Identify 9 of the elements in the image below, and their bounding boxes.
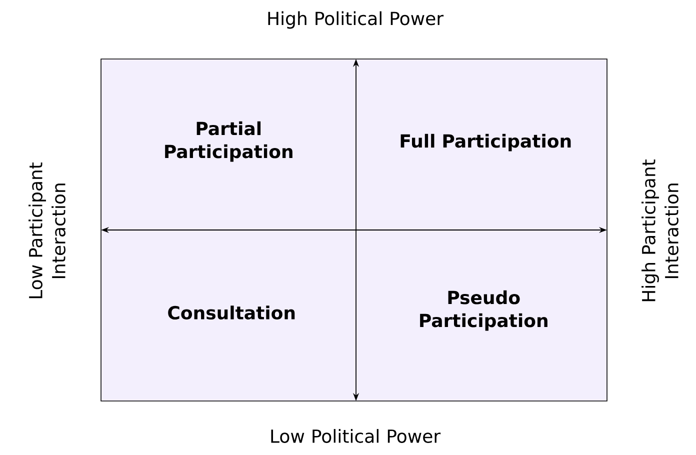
quadrant-label: Consultation [168, 306, 295, 320]
quadrant-box [100, 58, 608, 402]
quadrant-label: Pseudo Participation [420, 290, 548, 331]
axis-label: Low Political Power [271, 429, 441, 443]
axis-label: Low Participant Interaction [28, 162, 66, 298]
quadrant-label: Partial Participation [165, 121, 292, 162]
axis-label: High Participant Interaction [642, 160, 678, 302]
axis-label: High Political Power [268, 11, 444, 29]
quadrant-label: Full Participation [400, 134, 571, 152]
